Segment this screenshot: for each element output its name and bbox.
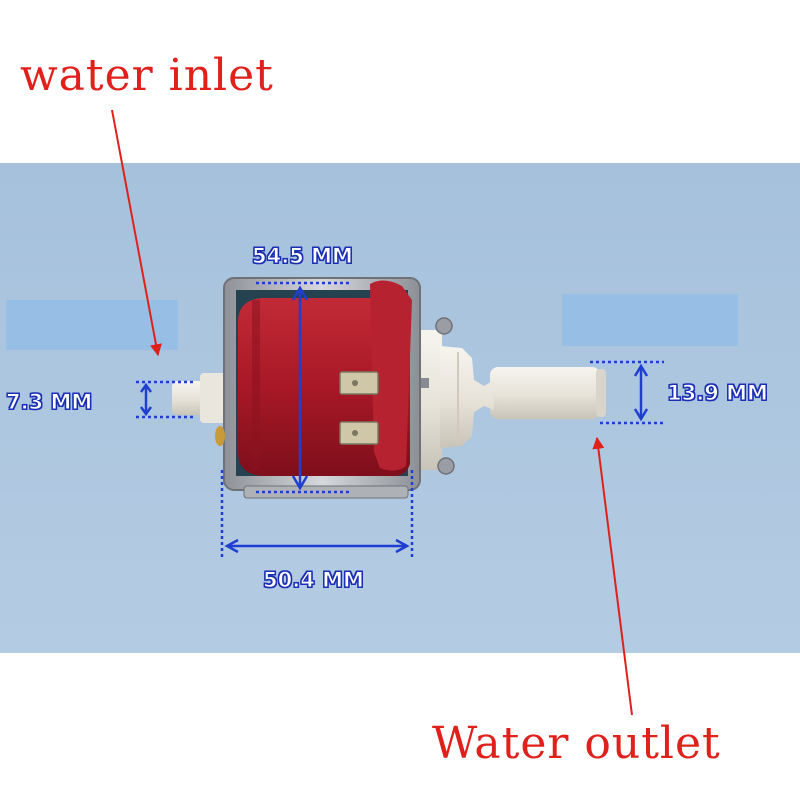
screw-top: [435, 317, 453, 335]
inlet-arrow: [111, 109, 162, 357]
inlet-tube: [172, 373, 228, 423]
water-outlet-label: Water outlet: [432, 718, 721, 769]
terminal-top: [339, 371, 379, 395]
dimension-inlet-diameter: 7.3 MM: [5, 390, 93, 415]
screw-bottom: [437, 457, 455, 475]
pump-housing: [418, 317, 494, 475]
dimension-body-height: 54.5 MM: [252, 244, 354, 269]
water-inlet-label: water inlet: [20, 50, 274, 101]
dimension-body-width: 50.4 MM: [263, 568, 365, 593]
frame-base: [243, 485, 409, 499]
terminal-bottom: [339, 421, 379, 445]
dimension-lines: [136, 281, 664, 560]
outlet-tube: [490, 367, 606, 419]
outlet-arrow: [592, 436, 633, 716]
brass-tab: [215, 426, 225, 446]
masked-region-right: [562, 294, 738, 346]
red-coil: [238, 280, 412, 476]
dimension-outlet-diameter: 13.9 MM: [667, 381, 769, 406]
